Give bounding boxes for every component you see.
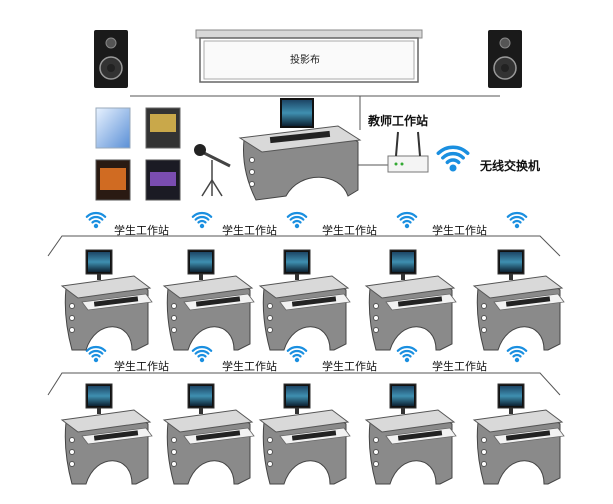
student-desk xyxy=(474,250,564,350)
student-station-label: 学生工作站 xyxy=(322,360,377,373)
student-station-label: 学生工作站 xyxy=(432,360,487,373)
microphone-icon xyxy=(194,144,230,196)
wifi-icon xyxy=(398,213,416,228)
student-desk xyxy=(62,384,152,484)
wifi-icon xyxy=(398,347,416,362)
wifi-icon xyxy=(193,347,211,362)
speaker-right xyxy=(488,30,522,88)
router-icon xyxy=(388,132,428,172)
wifi-icon xyxy=(508,347,526,362)
student-station-label: 学生工作站 xyxy=(432,224,487,237)
wireless-switch-label: 无线交换机 xyxy=(480,160,540,173)
student-desk xyxy=(164,384,254,484)
wifi-icon xyxy=(193,213,211,228)
student-station-label: 学生工作站 xyxy=(114,224,169,237)
wifi-icon xyxy=(87,347,105,362)
wifi-icon xyxy=(87,213,105,228)
student-desk xyxy=(260,250,350,350)
student-desk xyxy=(62,250,152,350)
student-station-label: 学生工作站 xyxy=(114,360,169,373)
speaker-left xyxy=(94,30,128,88)
student-station-label: 学生工作站 xyxy=(322,224,377,237)
wifi-icon xyxy=(288,213,306,228)
wifi-icon xyxy=(508,213,526,228)
projector-screen-label: 投影布 xyxy=(290,54,320,67)
teacher-station-label: 教师工作站 xyxy=(368,115,428,128)
wifi-icon xyxy=(438,147,467,171)
student-desk xyxy=(366,384,456,484)
student-station-label: 学生工作站 xyxy=(222,224,277,237)
wifi-icon xyxy=(288,347,306,362)
software-boxes xyxy=(96,108,180,200)
student-desk xyxy=(260,384,350,484)
student-desk xyxy=(474,384,564,484)
student-station-label: 学生工作站 xyxy=(222,360,277,373)
student-desk xyxy=(366,250,456,350)
student-desk xyxy=(164,250,254,350)
workstations xyxy=(62,98,564,484)
teacher-desk xyxy=(240,98,360,200)
